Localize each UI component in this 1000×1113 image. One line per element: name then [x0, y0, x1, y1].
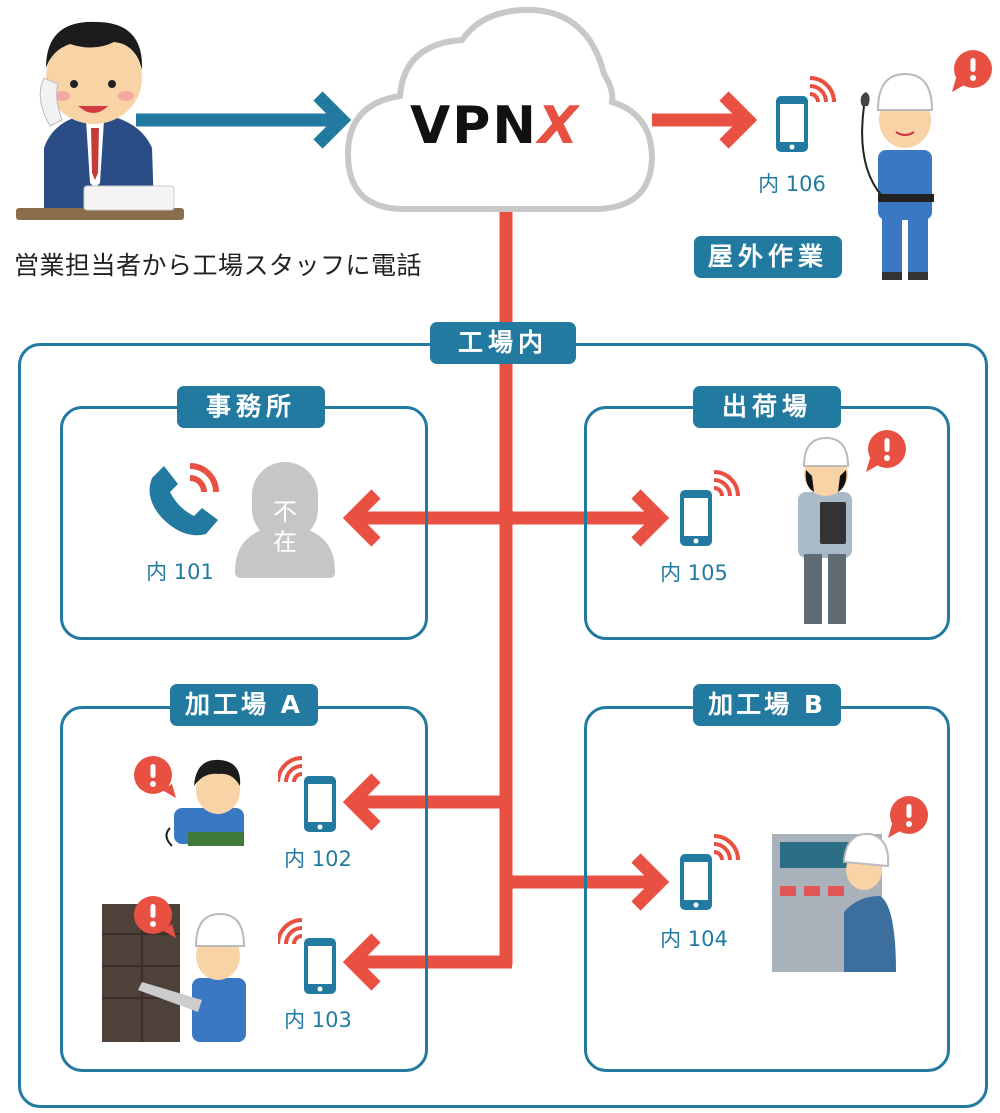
smartphone-ringing-icon	[278, 756, 336, 832]
extension-103: 内 103	[284, 1008, 352, 1032]
extension-102: 内 102	[284, 847, 352, 871]
plant-a-label: 加工場 A	[170, 684, 318, 726]
shipping-label: 出荷場	[693, 386, 841, 428]
red-arrow-to-101	[342, 489, 506, 547]
smartphone-ringing-icon	[776, 76, 836, 152]
absent-label-1: 不	[273, 498, 297, 526]
soldering-worker-illustration	[165, 759, 244, 847]
factory-area-label: 工場内	[430, 322, 576, 364]
smartphone-ringing-icon	[278, 918, 336, 994]
sealing-worker-illustration	[102, 904, 246, 1042]
absent-label-2: 在	[273, 528, 297, 556]
alert-bubble-icon	[134, 756, 176, 798]
vpn-cloud-icon	[344, 6, 656, 212]
alert-bubble-icon	[888, 796, 928, 838]
office-label: 事務所	[177, 386, 325, 428]
salesperson-on-phone-illustration	[16, 21, 184, 220]
vpnx-logo-text: VPN	[410, 96, 538, 156]
red-arrow-to-105	[506, 489, 670, 547]
vpnx-logo-accent: X	[537, 96, 580, 156]
extension-106: 内 106	[758, 172, 826, 196]
vpnx-logo: VPNX	[410, 96, 580, 156]
extension-101: 内 101	[146, 560, 214, 584]
shipping-worker-illustration	[798, 436, 852, 624]
call-caption: 営業担当者から工場スタッフに電話	[14, 251, 423, 280]
red-arrow-to-103	[342, 933, 512, 991]
absent-person-icon	[235, 462, 335, 578]
smartphone-ringing-icon	[680, 470, 740, 546]
red-arrow-to-102	[342, 773, 506, 831]
outdoor-work-label: 屋外作業	[694, 236, 842, 278]
alert-bubble-icon	[952, 50, 992, 92]
smartphone-ringing-icon	[680, 834, 740, 910]
desk-phone-ringing-icon	[149, 463, 219, 536]
red-arrow-to-106	[652, 91, 758, 149]
blue-call-arrow	[136, 91, 352, 149]
red-arrow-to-104	[506, 853, 670, 911]
plant-b-label: 加工場 B	[693, 684, 841, 726]
extension-104: 内 104	[660, 927, 728, 951]
outdoor-worker-illustration	[860, 72, 934, 280]
extension-105: 内 105	[660, 561, 728, 585]
alert-bubble-icon	[134, 896, 176, 938]
machine-operator-illustration	[772, 832, 896, 972]
alert-bubble-icon	[866, 430, 906, 472]
